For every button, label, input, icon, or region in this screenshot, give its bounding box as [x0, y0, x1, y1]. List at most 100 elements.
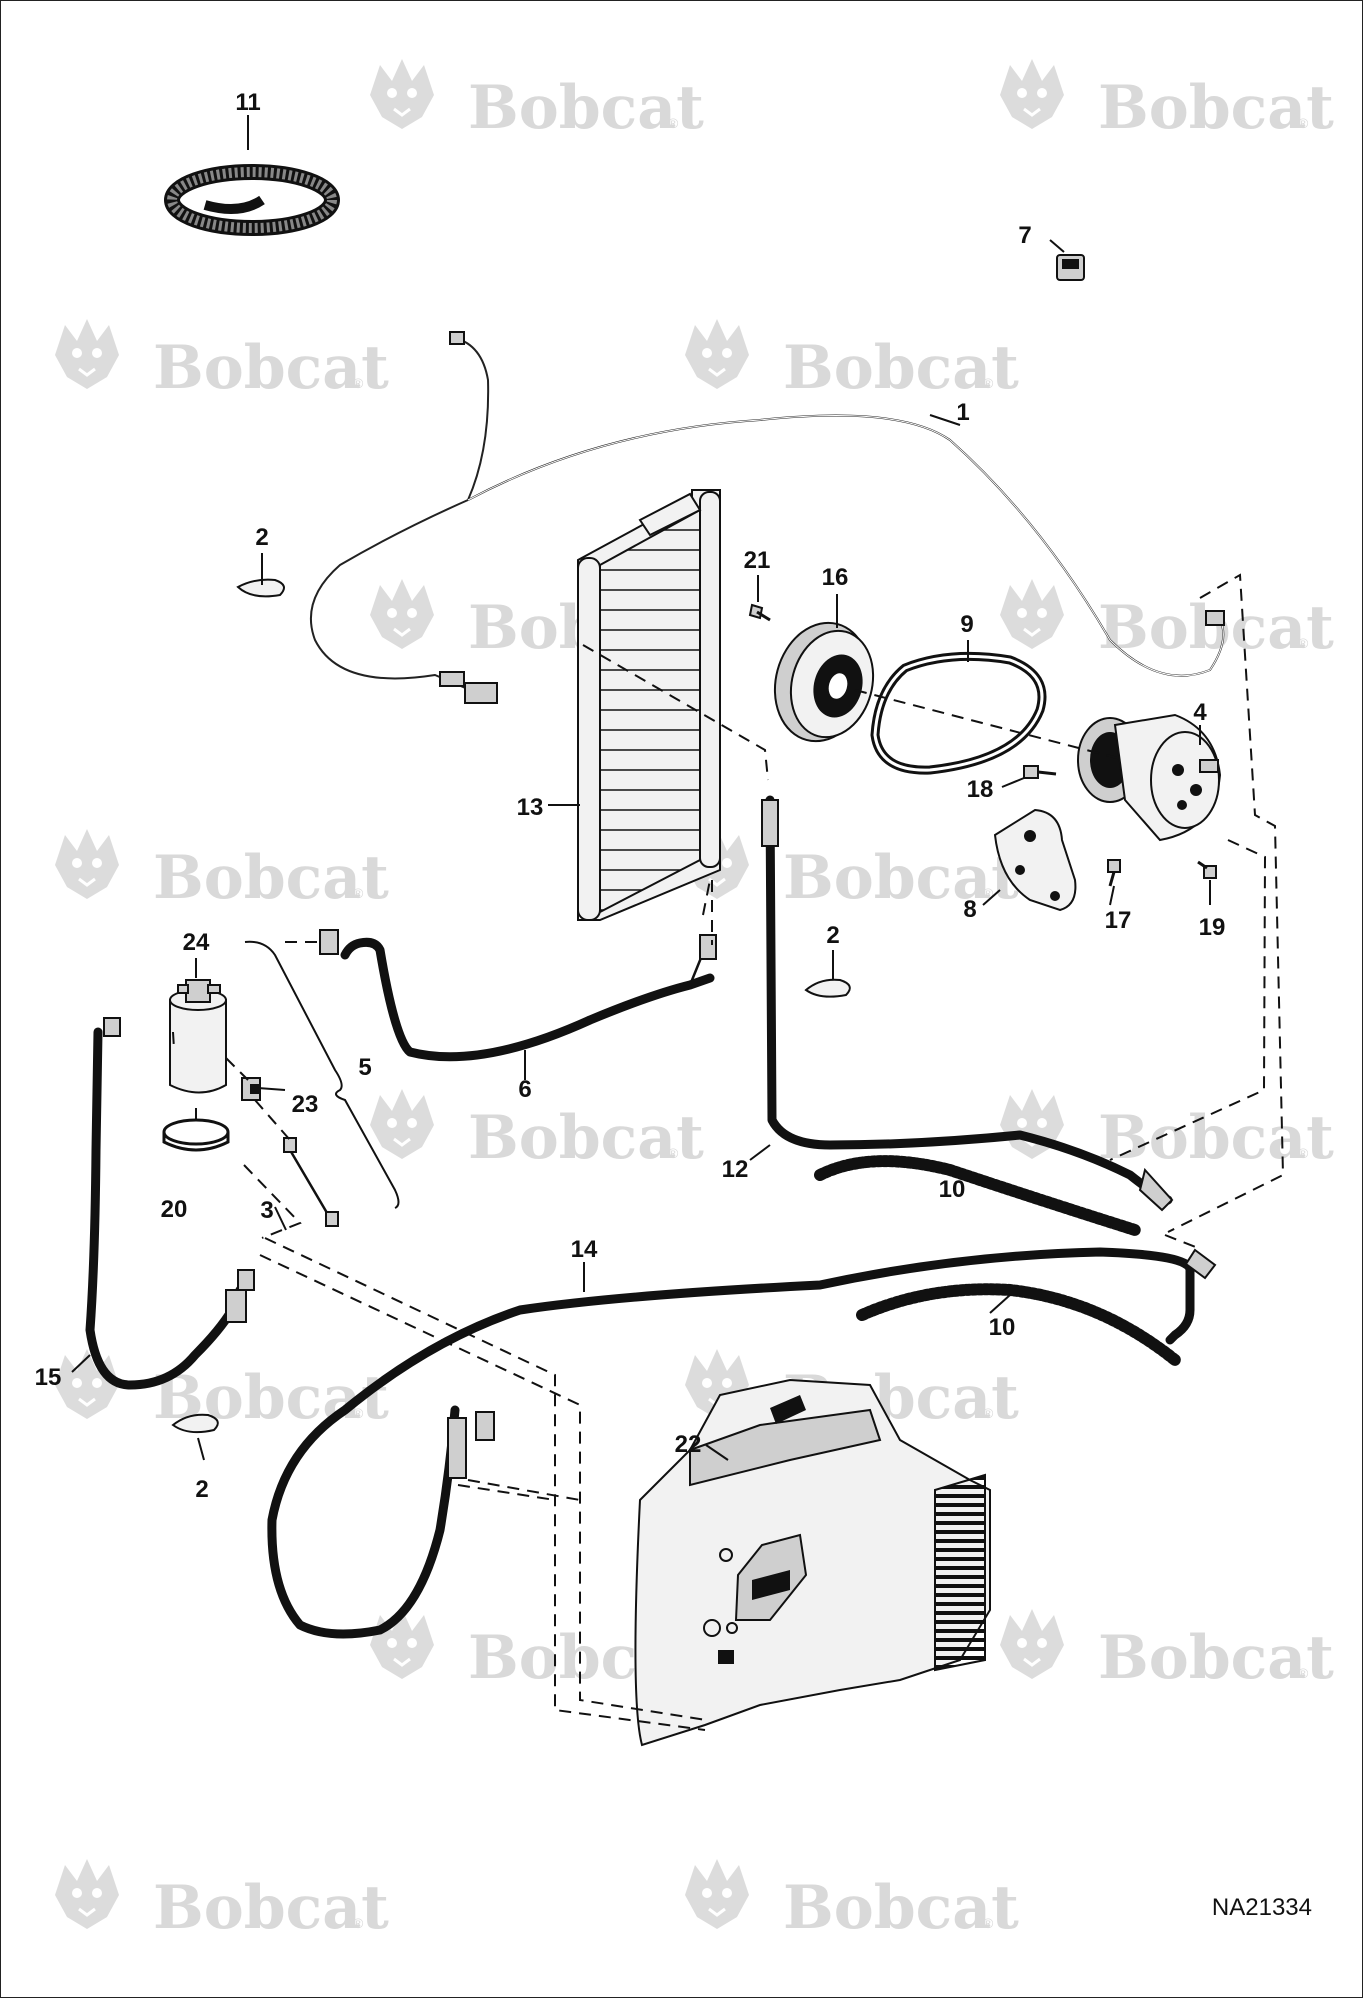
- watermark-reg: ®: [353, 1915, 364, 1931]
- dashed-line: [264, 1237, 706, 1731]
- callout-13: 13: [517, 794, 544, 821]
- part-16-pulley: [773, 621, 875, 743]
- watermark-text: Bobcat: [153, 333, 389, 403]
- callout-11: 11: [235, 89, 260, 116]
- dashed-line: [172, 1031, 249, 1081]
- watermark-reg: ®: [353, 375, 364, 391]
- callout-9: 9: [960, 611, 973, 638]
- watermark-text: Bobcat: [468, 1103, 704, 1173]
- callout-8: 8: [963, 896, 976, 923]
- callout-20: 20: [161, 1196, 188, 1223]
- dashed-line: [243, 1164, 302, 1239]
- part-12-hose: [761, 795, 1174, 1212]
- callout-24: 24: [183, 929, 210, 956]
- part-8-bracket: [993, 808, 1077, 912]
- part-23-pressure-switch: [241, 1077, 261, 1101]
- watermark: Bobcat®: [368, 1087, 704, 1173]
- callout-12: 12: [722, 1156, 749, 1183]
- watermark-reg: ®: [1298, 1665, 1309, 1681]
- callout-6: 6: [518, 1076, 531, 1103]
- watermark: Bobcat®: [683, 827, 1019, 913]
- callout-10: 10: [989, 1314, 1016, 1341]
- watermark: Bobcat®: [683, 317, 1019, 403]
- watermark: Bobcat®: [998, 1607, 1334, 1693]
- watermark-text: Bobcat: [1098, 593, 1334, 663]
- watermark: Bobcat®: [53, 827, 389, 913]
- watermark-text: Bobcat: [1098, 1103, 1334, 1173]
- part-3-short-hose: [283, 1137, 339, 1227]
- watermark-reg: ®: [353, 1405, 364, 1421]
- callout-7: 7: [1018, 222, 1031, 249]
- watermark-reg: ®: [983, 1405, 994, 1421]
- dashed-line: [1109, 839, 1267, 1161]
- part-10-spiral-sleeve: [814, 1155, 1141, 1236]
- watermark-text: Bobcat: [153, 1873, 389, 1943]
- part-10-spiral-sleeve: [856, 1283, 1181, 1366]
- callout-2: 2: [195, 1476, 208, 1503]
- callout-5: 5: [358, 1054, 371, 1081]
- dashed-line: [254, 1099, 291, 1141]
- callout-18: 18: [967, 776, 994, 803]
- callout-23: 23: [292, 1091, 319, 1118]
- drawing-number: NA21334: [1212, 1894, 1312, 1921]
- watermark-reg: ®: [668, 1145, 679, 1161]
- watermark-text: Bobcat: [1098, 1623, 1334, 1693]
- callout-15: 15: [35, 1364, 62, 1391]
- watermark-text: Bobcat: [153, 843, 389, 913]
- part-24-receiver-drier: [169, 979, 227, 1094]
- watermark-text: Bobcat: [783, 1873, 1019, 1943]
- dashed-line: [259, 1254, 707, 1721]
- part-6-hose: [319, 929, 717, 1062]
- watermark-reg: ®: [1298, 115, 1309, 131]
- part-7-switch: [1056, 254, 1085, 281]
- callout-21: 21: [744, 547, 771, 574]
- part-14-hose: [267, 1247, 1217, 1639]
- watermark-text: Bobcat: [783, 333, 1019, 403]
- watermark-text: Bobcat: [1098, 73, 1334, 143]
- part-22-evaporator-housing: [634, 1378, 991, 1747]
- part-5-bracket-line: [244, 940, 400, 1209]
- part-2-clamp: [236, 578, 285, 598]
- part-21-bolt: [748, 603, 771, 622]
- watermark: Bobcat®: [368, 57, 704, 143]
- watermark: Bobcat®: [998, 577, 1334, 663]
- watermark: Bobcat®: [53, 1857, 389, 1943]
- dashed-line: [582, 644, 769, 781]
- part-1-wire-harness: [309, 331, 1225, 704]
- watermark: Bobcat®: [998, 57, 1334, 143]
- watermark: Bobcat®: [998, 1087, 1334, 1173]
- part-15-hose: [85, 1017, 255, 1390]
- callout-19: 19: [1199, 914, 1226, 941]
- part-9-belt: [870, 651, 1047, 775]
- watermark: Bobcat®: [53, 317, 389, 403]
- callout-1: 1: [956, 399, 969, 426]
- watermark-reg: ®: [983, 375, 994, 391]
- watermark-text: Bobcat: [783, 843, 1019, 913]
- dashed-line: [1164, 1234, 1199, 1249]
- callout-2: 2: [255, 524, 268, 551]
- callout-14: 14: [571, 1236, 598, 1263]
- dashed-line: [854, 689, 1126, 761]
- part-18-bolt: [1023, 765, 1057, 779]
- part-2-clamp: [171, 1413, 219, 1434]
- part-19-bolt: [1197, 860, 1217, 879]
- dashed-line: [702, 879, 711, 916]
- part-17-bolt: [1107, 859, 1121, 887]
- dashed-line: [457, 1484, 556, 1501]
- part-13-condenser: [577, 489, 721, 921]
- watermark-reg: ®: [983, 885, 994, 901]
- part-2-clamp: [804, 978, 851, 998]
- watermark-reg: ®: [1298, 635, 1309, 651]
- leader-lines: [71, 115, 1211, 1461]
- watermark-reg: ®: [668, 115, 679, 131]
- watermark-reg: ®: [353, 885, 364, 901]
- watermark: Bobcat®: [53, 1347, 389, 1433]
- watermark: Bobcat®: [683, 1857, 1019, 1943]
- callout-3: 3: [260, 1197, 273, 1224]
- callout-2: 2: [826, 922, 839, 949]
- callout-4: 4: [1193, 699, 1207, 726]
- part-11-coiled-hose: [164, 164, 340, 236]
- watermark-reg: ®: [983, 1915, 994, 1931]
